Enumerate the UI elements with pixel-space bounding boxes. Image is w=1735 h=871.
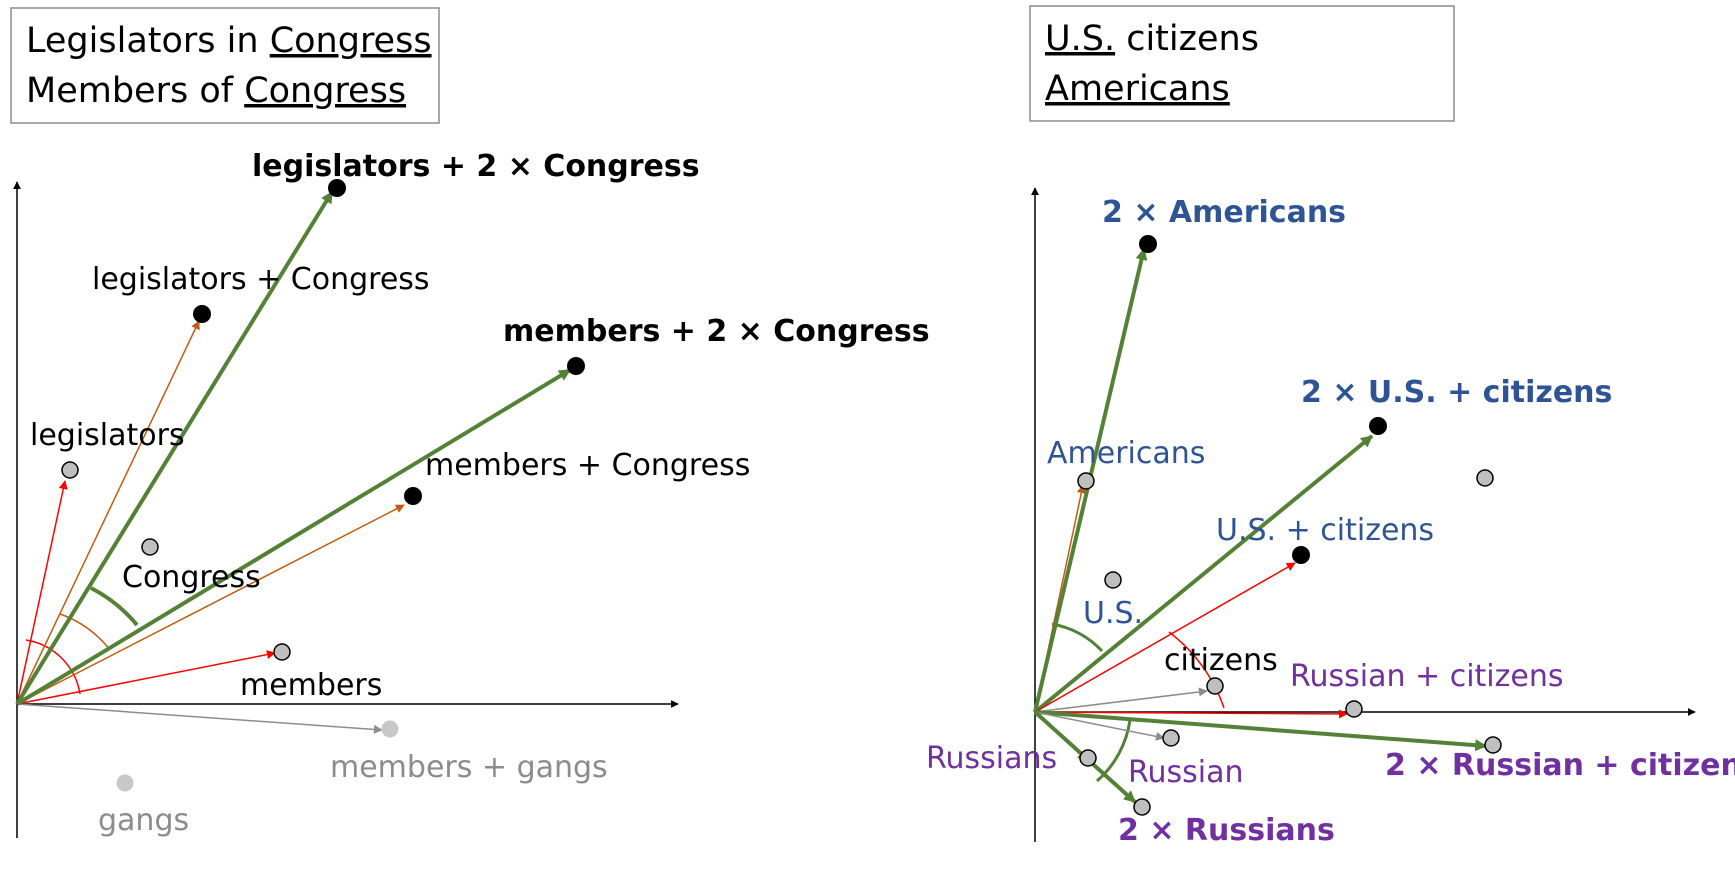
- point-russian-citizens: [1345, 700, 1363, 718]
- point-us: [1104, 571, 1122, 589]
- right-legend-box: [1029, 5, 1455, 122]
- point-legislators-congress: [193, 305, 211, 323]
- label-russian: Russian: [1128, 755, 1244, 790]
- left-arc-orange: [59, 613, 111, 651]
- vector-2-us-citizens: [1033, 434, 1374, 714]
- point-members: [273, 643, 291, 661]
- point-members-congress: [404, 487, 422, 505]
- vector-citizens: [1034, 687, 1208, 713]
- vector-2-russian-citizens: [1034, 710, 1488, 752]
- vector-members-gangs: [16, 703, 383, 734]
- vector-members-2congress: [15, 368, 572, 706]
- label-us-citizens: U.S. + citizens: [1216, 513, 1434, 548]
- left-box-line1: Legislators in Congress: [26, 21, 432, 61]
- left-legend-box: [10, 7, 440, 124]
- point-2-russian-citizens: [1484, 736, 1502, 754]
- point-members-gangs: [381, 720, 399, 738]
- label-gangs: gangs: [98, 803, 189, 838]
- label-members: members: [240, 668, 382, 703]
- vector-russian-citizens: [1034, 709, 1348, 719]
- label-members-congress: members + Congress: [425, 448, 750, 483]
- label-americans: Americans: [1047, 436, 1205, 471]
- label-members-2congress: members + 2 × Congress: [503, 314, 930, 349]
- vector-legislators-2congress: [15, 190, 334, 706]
- point-legislators-2congress: [328, 179, 346, 197]
- label-congress: Congress: [122, 560, 261, 595]
- point-russian: [1162, 729, 1180, 747]
- label-2-russians: 2 × Russians: [1118, 813, 1335, 848]
- vector-us-citizens: [1034, 562, 1296, 713]
- right-arc-red-citizens: [1168, 631, 1225, 709]
- label-legislators-congress: legislators + Congress: [92, 262, 430, 297]
- right-arc-green-russian: [1096, 719, 1132, 783]
- left-arc-red: [25, 639, 81, 695]
- left-panel: Legislators in Congress Members of Congr…: [10, 7, 930, 838]
- point-gangs: [116, 774, 134, 792]
- label-2-us-citizens: 2 × U.S. + citizens: [1301, 375, 1612, 410]
- vector-legislators: [16, 480, 68, 705]
- point-legislators: [61, 461, 79, 479]
- point-americans: [1077, 472, 1095, 490]
- label-citizens: citizens: [1164, 643, 1278, 678]
- right-panel: U.S. citizens Americans 2 ×: [926, 5, 1735, 848]
- right-box-line1: U.S. citizens: [1045, 19, 1259, 59]
- point-2-americans: [1139, 235, 1157, 253]
- point-congress: [141, 538, 159, 556]
- point-russians: [1079, 749, 1097, 767]
- label-members-gangs: members + gangs: [330, 750, 608, 785]
- point-2-us-citizens: [1369, 417, 1387, 435]
- label-us: U.S.: [1083, 596, 1143, 631]
- point-unlabeled-top-right: [1476, 469, 1494, 487]
- point-us-citizens: [1292, 546, 1310, 564]
- vector-legislators-congress: [16, 320, 200, 705]
- label-legislators: legislators: [30, 418, 185, 453]
- left-arc-green: [90, 586, 139, 627]
- point-2-russians: [1133, 798, 1151, 816]
- label-2-russian-citizens: 2 × Russian + citizens: [1385, 748, 1735, 783]
- point-citizens: [1206, 677, 1224, 695]
- vector-members-congress: [16, 504, 405, 705]
- vector-members: [16, 650, 276, 705]
- vector-russian: [1034, 711, 1165, 741]
- label-2-americans: 2 × Americans: [1102, 195, 1346, 230]
- point-members-2congress: [567, 357, 585, 375]
- right-box-line2: Americans: [1045, 69, 1230, 109]
- label-russians: Russians: [926, 741, 1057, 776]
- label-russian-citizens: Russian + citizens: [1290, 659, 1564, 694]
- label-legislators-2congress: legislators + 2 × Congress: [252, 149, 700, 184]
- left-box-line2: Members of Congress: [26, 71, 406, 111]
